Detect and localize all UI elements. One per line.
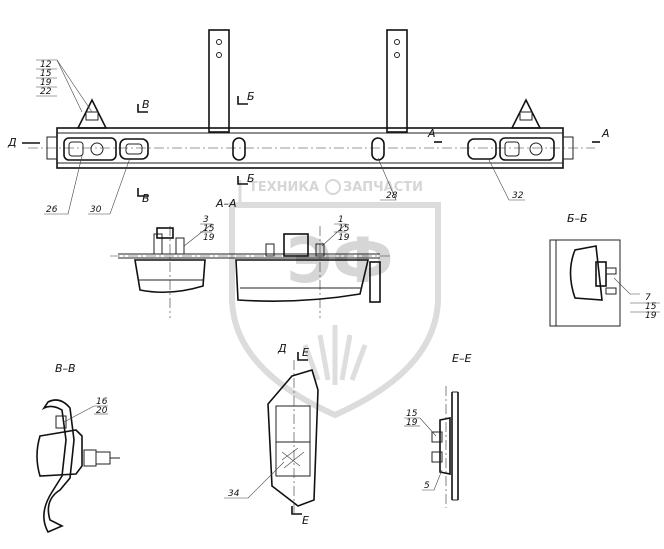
section-mark-b-bottom: Б [247,172,255,185]
view-label-ee: Е–Е [452,352,471,365]
callout-32: 32 [512,191,524,201]
ee-lamp-body [439,417,451,475]
bb-callout-19: 19 [645,311,657,321]
callout-15: 15 [40,69,52,79]
bb-lamp [569,245,603,301]
aa-left-lamp [134,259,206,294]
aa-callout-3: 3 [203,215,209,225]
watermark: ЭФ ТЕХНИКА ЗАПЧАСТИ [229,179,441,419]
section-mark-e-top: Е [302,346,309,359]
view-label-d: Д [277,342,287,355]
bb-callout-15: 15 [645,302,657,312]
right-tail-lamp [499,137,555,161]
left-tail-lamp [63,137,117,161]
section-mark-a-left: А [427,127,436,140]
ee-callout-19: 19 [406,418,418,428]
right-upright-bracket [386,29,408,133]
left-slot-hole [232,137,246,161]
vv-callout-16: 16 [96,397,108,407]
left-upright-bracket [208,29,230,133]
section-vv: В–В 16 20 [36,362,120,534]
watermark-gear-icon [325,179,341,195]
aa-callout-19: 19 [203,233,215,243]
ee-callout-15: 15 [406,409,418,419]
right-slot-hole [371,137,385,161]
section-mark-v-top: В [142,98,150,111]
section-mark-v-bottom: В [142,192,150,205]
view-label-aa: А–А [215,197,237,210]
watermark-brand-left: ТЕХНИКА [249,180,319,195]
section-mark-a-right: А [601,127,610,140]
section-ee: Е–Е 15 19 5 [404,352,471,508]
callout-12: 12 [40,60,52,70]
watermark-wheat-icon [302,325,368,385]
vv-bracket-profile [41,399,75,534]
callout-26: 26 [46,205,58,215]
beam-assembly: В В Б Б Д А А [7,29,610,215]
vv-callout-20: 20 [96,406,108,416]
main-view-callouts: 12 15 19 22 26 30 28 32 [40,60,524,215]
right-marker-lamp [467,138,497,160]
vv-lamp [36,429,83,477]
view-label-vv: В–В [55,362,76,375]
callout-30: 30 [90,205,102,215]
aa-callout-15: 15 [203,224,215,234]
aa-right-lamp [235,259,370,302]
aa-callout-19b: 19 [338,233,350,243]
left-triangle-reflector [76,98,108,129]
aa-callout-15b: 15 [338,224,350,234]
section-mark-d: Д [7,136,17,149]
view-d: Д Е Е 34 [224,342,319,527]
aa-connector [283,233,309,257]
d-lamp-housing [267,369,319,507]
callout-28: 28 [386,191,398,201]
section-mark-b-top: Б [247,90,255,103]
section-aa: А–А 3 15 19 1 15 19 [110,197,392,318]
watermark-brand-right: ЗАПЧАСТИ [343,180,423,195]
aa-callout-1: 1 [338,215,344,225]
view-label-bb: Б–Б [567,212,588,225]
d-callout-34: 34 [228,489,240,499]
right-triangle-reflector [510,98,542,129]
callout-22: 22 [40,87,52,97]
plate-lamp [119,138,149,160]
ee-callout-5: 5 [424,481,430,491]
section-mark-e-bottom: Е [302,514,309,527]
section-bb: Б–Б 7 15 19 [549,212,660,327]
bb-callout-7: 7 [645,293,651,303]
callout-19: 19 [40,78,52,88]
